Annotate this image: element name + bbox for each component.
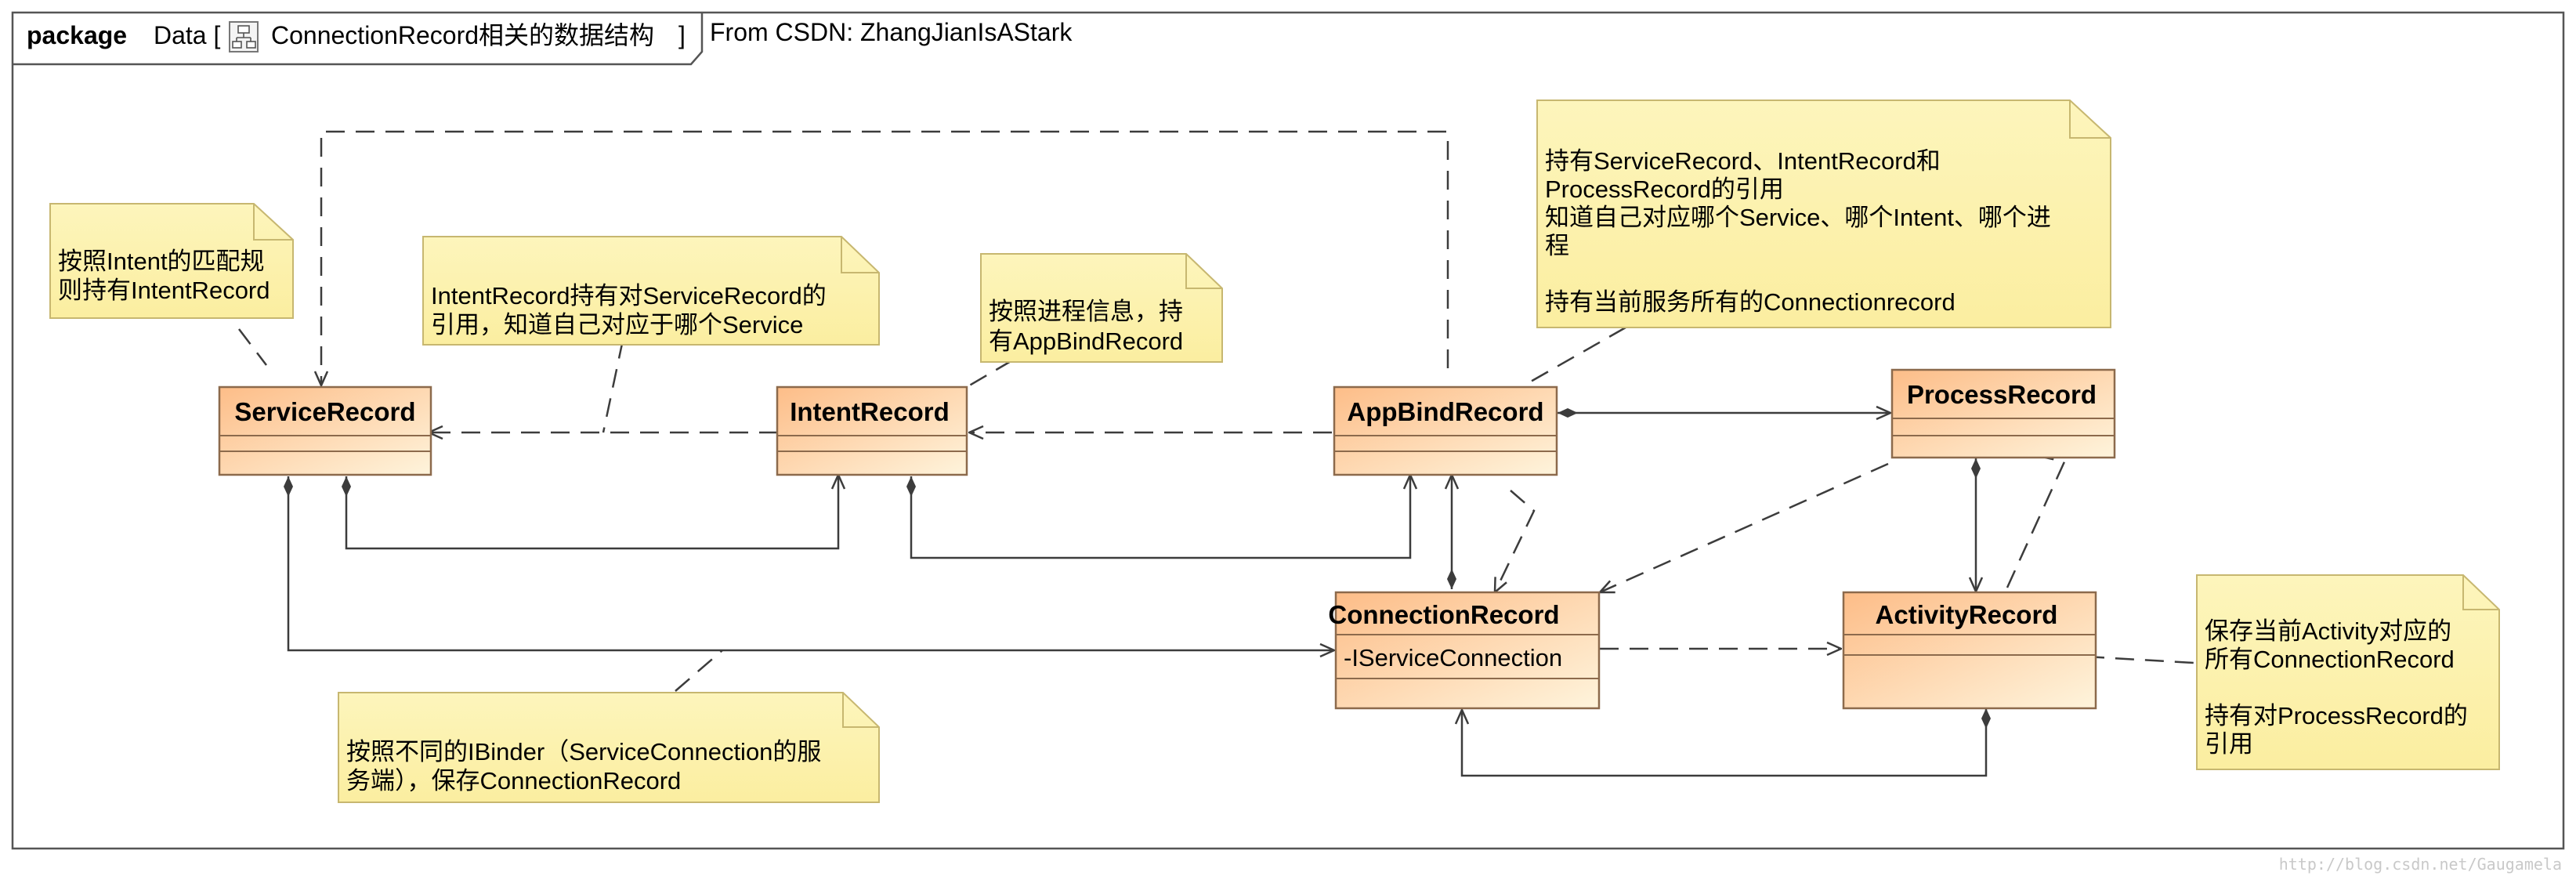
note-app-bind-record-top: 持有ServiceRecord、IntentRecord和 ProcessRec… bbox=[1536, 100, 2111, 328]
note-anchor-service bbox=[238, 328, 267, 366]
note-line: 务端），保存ConnectionRecord bbox=[346, 767, 681, 794]
class-connection-record[interactable]: ConnectionRecord -IServiceConnection bbox=[1328, 591, 1601, 710]
package-name-prefix: Data [ bbox=[154, 21, 220, 49]
note-anchor-appbind-top bbox=[1523, 326, 1626, 387]
note-line: ProcessRecord的引用 bbox=[1545, 176, 1784, 203]
note-line: 保存当前Activity对应的 bbox=[2205, 617, 2451, 645]
composition-intent-to-appbind bbox=[911, 475, 1410, 559]
class-name: ProcessRecord bbox=[1907, 380, 2097, 409]
note-line: 程 bbox=[1545, 232, 1569, 259]
package-name-suffix: ] bbox=[678, 21, 686, 49]
note-line: 按照Intent的匹配规 bbox=[58, 248, 265, 275]
dependency-process-to-connection bbox=[1600, 462, 1889, 592]
note-intent-record: IntentRecord持有对ServiceRecord的 引用，知道自己对应于… bbox=[422, 236, 880, 346]
note-line: IntentRecord持有对ServiceRecord的 bbox=[431, 282, 827, 309]
package-keyword: package bbox=[27, 21, 127, 49]
note-line: 按照进程信息，持 bbox=[989, 298, 1183, 325]
class-name: ConnectionRecord bbox=[1328, 600, 1559, 629]
composition-service-to-intent bbox=[346, 475, 838, 550]
composition-service-to-connection bbox=[288, 476, 1334, 650]
class-app-bind-record[interactable]: AppBindRecord bbox=[1333, 385, 1558, 476]
class-name: AppBindRecord bbox=[1347, 397, 1543, 426]
note-service-record: 按照Intent的匹配规 则持有IntentRecord bbox=[49, 203, 294, 319]
class-service-record[interactable]: ServiceRecord bbox=[218, 385, 432, 476]
note-line: 按照不同的IBinder（ServiceConnection的服 bbox=[346, 738, 821, 765]
note-line: 知道自己对应哪个Service、哪个Intent、哪个进 bbox=[1545, 204, 2051, 231]
package-diagram-name: ConnectionRecord相关的数据结构 bbox=[271, 21, 654, 49]
dependency-activity-to-process bbox=[2006, 450, 2072, 588]
note-anchor-intent-note bbox=[602, 339, 624, 433]
class-activity-record[interactable]: ActivityRecord bbox=[1842, 591, 2097, 710]
note-line: 持有ServiceRecord、IntentRecord和 bbox=[1545, 147, 1941, 175]
class-name: IntentRecord bbox=[790, 397, 950, 426]
note-anchor-connection bbox=[675, 650, 723, 692]
class-intent-record[interactable]: IntentRecord bbox=[776, 385, 968, 476]
note-app-bind-record: 按照进程信息，持 有AppBindRecord bbox=[980, 253, 1223, 363]
package-frame: package Data [ ConnectionRecord相关的数据结构 ]… bbox=[11, 11, 2565, 850]
note-anchor-activity bbox=[2085, 655, 2194, 664]
note-activity-record: 保存当前Activity对应的 所有ConnectionRecord 持有对Pr… bbox=[2196, 574, 2500, 770]
note-line: 持有对ProcessRecord的 bbox=[2205, 702, 2468, 729]
dependency-appbind-to-service-top bbox=[321, 130, 1449, 385]
class-name: ActivityRecord bbox=[1876, 600, 2058, 629]
note-line: 引用 bbox=[2205, 730, 2253, 758]
note-connection: 按照不同的IBinder（ServiceConnection的服 务端），保存C… bbox=[338, 692, 880, 803]
source-label: From CSDN: ZhangJianIsAStark bbox=[710, 18, 1073, 46]
composition-activity-to-connection bbox=[1462, 708, 1986, 777]
class-attribute: -IServiceConnection bbox=[1344, 644, 1562, 671]
note-line: 所有ConnectionRecord bbox=[2205, 646, 2455, 673]
note-line: 引用，知道自己对应于哪个Service bbox=[431, 311, 803, 338]
watermark: http://blog.csdn.net/Gaugamela bbox=[2279, 855, 2562, 874]
class-diagram-icon bbox=[229, 21, 259, 52]
note-line: 有AppBindRecord bbox=[989, 328, 1183, 355]
class-process-record[interactable]: ProcessRecord bbox=[1890, 368, 2116, 459]
class-name: ServiceRecord bbox=[234, 397, 415, 426]
note-line: 则持有IntentRecord bbox=[58, 277, 270, 304]
dependency-appbind-to-connection bbox=[1495, 490, 1536, 592]
note-line: 持有当前服务所有的Connectionrecord bbox=[1545, 288, 1956, 316]
